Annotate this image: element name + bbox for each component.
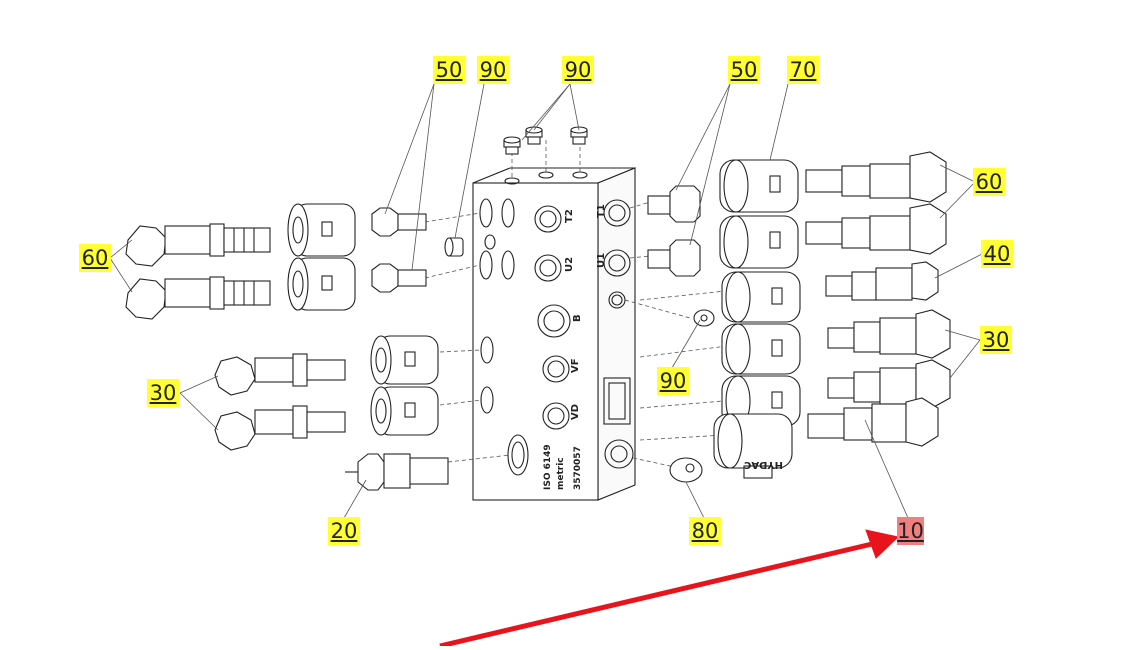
small-plug-left bbox=[444, 237, 464, 257]
callout-90-top-plugs[interactable]: 90 bbox=[562, 56, 594, 84]
callout-60-left[interactable]: 60 bbox=[79, 244, 111, 272]
plug-80 bbox=[669, 457, 703, 483]
relief-valve-20 bbox=[345, 453, 449, 491]
port-label-u1: U1 bbox=[596, 253, 607, 268]
port-label-vf: VF bbox=[570, 358, 581, 373]
callout-20[interactable]: 20 bbox=[328, 517, 360, 545]
callout-50-right[interactable]: 50 bbox=[728, 56, 760, 84]
callout-90-top-single[interactable]: 90 bbox=[477, 56, 509, 84]
callout-10-highlighted[interactable]: 10 bbox=[897, 517, 924, 545]
right-nuts-50 bbox=[647, 185, 701, 277]
leader-lines bbox=[109, 83, 983, 519]
block-text-partno: 3570057 bbox=[573, 446, 583, 490]
port-label-b: B bbox=[572, 314, 583, 322]
right-cartridges bbox=[805, 151, 951, 447]
block-text-iso: ISO 6149 bbox=[543, 444, 553, 490]
right-coils bbox=[713, 159, 801, 479]
callout-30-left[interactable]: 30 bbox=[147, 379, 179, 407]
callout-50-left[interactable]: 50 bbox=[433, 56, 465, 84]
left-cartridges-60 bbox=[125, 223, 271, 320]
small-plug-right bbox=[693, 309, 715, 327]
left-cartridges-30 bbox=[214, 353, 346, 451]
callout-60-right[interactable]: 60 bbox=[973, 168, 1005, 196]
top-plugs bbox=[503, 126, 588, 155]
callout-40[interactable]: 40 bbox=[981, 240, 1013, 268]
port-label-u2: U2 bbox=[564, 257, 575, 272]
left-coils bbox=[287, 203, 439, 436]
port-labels: T2 U2 B VF VD T1 U1 ISO 6149 metric 3570… bbox=[543, 204, 607, 490]
port-label-t1: T1 bbox=[596, 204, 607, 218]
callout-80[interactable]: 80 bbox=[689, 517, 721, 545]
red-pointer-arrow bbox=[439, 529, 900, 649]
left-nuts-50 bbox=[371, 207, 427, 293]
coil-brand-label: HYDAC bbox=[744, 459, 783, 470]
assembly-lines bbox=[424, 140, 736, 468]
callout-90-mid[interactable]: 90 bbox=[657, 367, 689, 395]
callout-70[interactable]: 70 bbox=[787, 56, 819, 84]
port-label-t2: T2 bbox=[564, 209, 575, 223]
block-text-metric: metric bbox=[556, 457, 566, 490]
callout-30-right[interactable]: 30 bbox=[980, 326, 1012, 354]
manifold-block bbox=[472, 167, 636, 501]
port-label-vd: VD bbox=[570, 404, 581, 420]
